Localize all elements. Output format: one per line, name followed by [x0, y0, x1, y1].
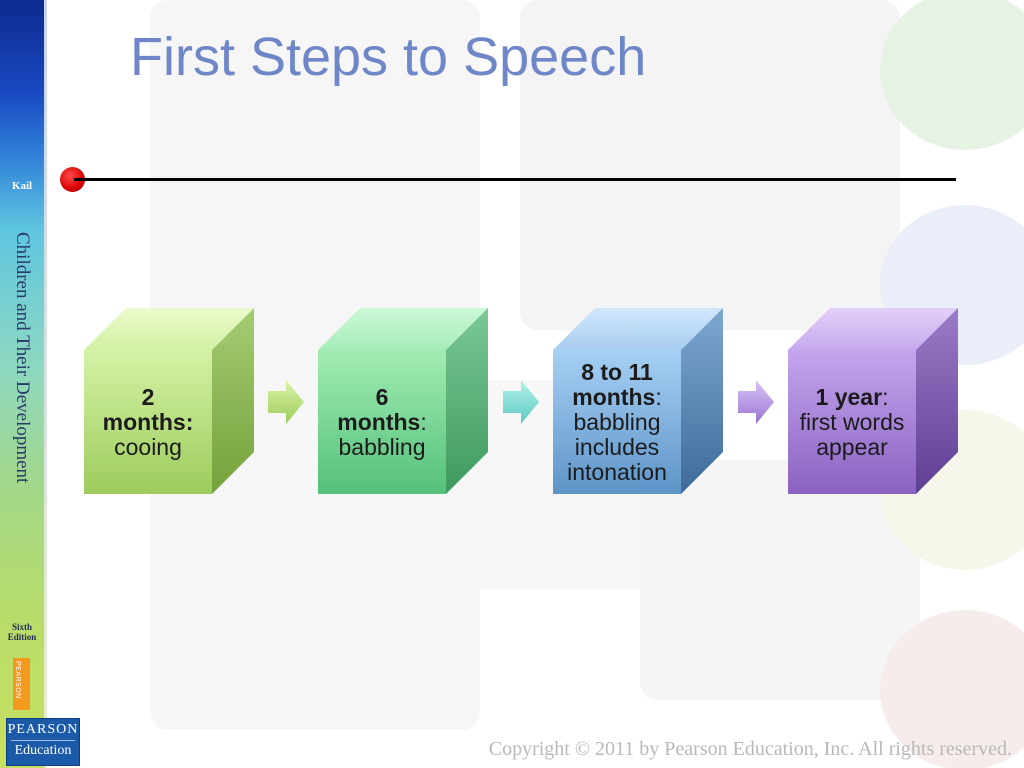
stage-age-unit: months: — [102, 408, 194, 435]
slide-title: First Steps to Speech — [130, 27, 647, 87]
cube-shape — [553, 308, 723, 494]
edition-line: Sixth — [11, 622, 32, 632]
edition-label: Sixth Edition — [2, 622, 42, 642]
cube-shape — [318, 308, 488, 494]
stage-label: 2 months: cooing — [84, 350, 212, 494]
cube-shape — [788, 308, 958, 494]
sidebar — [0, 0, 44, 768]
stage-label: 8 to 11 months: babbling includes intona… — [553, 350, 681, 494]
stage-colon: : — [882, 383, 889, 410]
stage-age-unit: months — [572, 383, 656, 410]
arrow-right-icon — [738, 380, 774, 424]
edition-line: Edition — [7, 632, 37, 642]
stage-description: cooing — [114, 433, 182, 460]
arrow-right-icon — [503, 380, 539, 424]
stage-box-1: 2 months: cooing — [84, 308, 256, 496]
author-name: Kail — [11, 180, 33, 192]
bg-circle — [880, 610, 1024, 768]
stage-box-3: 8 to 11 months: babbling includes intona… — [553, 308, 725, 496]
logo-divider — [11, 740, 75, 741]
publisher-logo-subtitle: Education — [14, 743, 72, 758]
stage-label: 1 year: first words appear — [788, 350, 916, 494]
stage-age-unit: months — [337, 408, 421, 435]
arrow-right-icon — [268, 380, 304, 424]
stage-age: 8 to 11 — [581, 358, 653, 385]
title-underline — [74, 178, 956, 181]
stage-colon: : — [655, 383, 662, 410]
book-title: Children and Their Development — [12, 232, 33, 484]
stage-description: babbling includes intonation — [567, 408, 667, 485]
bg-panel — [640, 460, 920, 700]
stage-description: babbling — [338, 433, 426, 460]
publisher-logo-name: PEARSON — [7, 722, 79, 737]
cube-shape — [84, 308, 254, 494]
stage-description: first words appear — [799, 408, 905, 460]
stage-age: 2 — [141, 383, 155, 410]
stage-box-2: 6 months: babbling — [318, 308, 490, 496]
publisher-logo: PEARSON Education — [6, 718, 80, 766]
bg-circle — [880, 0, 1024, 150]
publisher-tab: PEARSON — [13, 658, 30, 710]
stage-label: 6 months: babbling — [318, 350, 446, 494]
sidebar-divider — [44, 0, 47, 768]
bg-panel — [520, 0, 900, 330]
stage-colon: : — [420, 408, 427, 435]
copyright-notice: Copyright © 2011 by Pearson Education, I… — [488, 738, 1012, 760]
publisher-tab-label: PEARSON — [14, 661, 21, 699]
stage-age: 6 — [375, 383, 389, 410]
stage-box-4: 1 year: first words appear — [788, 308, 960, 496]
stage-age: 1 year — [815, 383, 883, 410]
